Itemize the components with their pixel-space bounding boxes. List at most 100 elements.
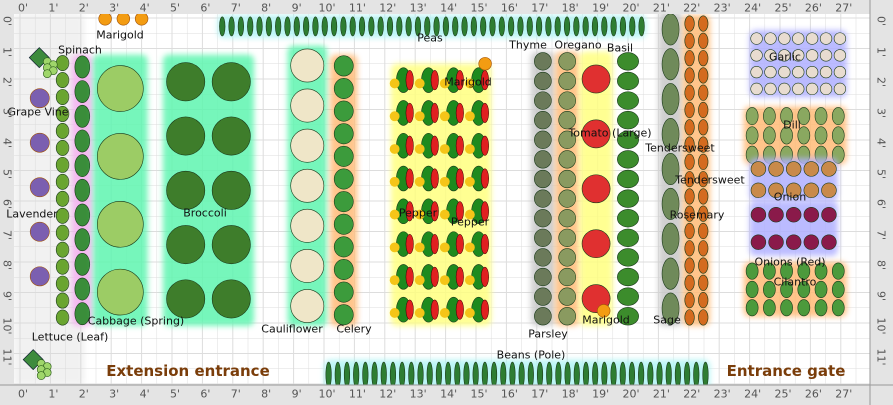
ruler-top-tick: 1' xyxy=(48,1,59,15)
plant-icon xyxy=(581,119,611,149)
plant-icon xyxy=(661,83,680,116)
bed-tomato[interactable] xyxy=(579,51,613,327)
plant-icon xyxy=(763,262,776,280)
plant-icon xyxy=(591,16,599,37)
plant-icon xyxy=(596,304,611,318)
yellow-pepper-icon xyxy=(414,176,425,187)
ruler-right-tick: 7' xyxy=(874,229,888,240)
bed-pepper[interactable] xyxy=(389,63,492,327)
plant-icon xyxy=(814,262,828,280)
bed-beans[interactable] xyxy=(324,359,711,391)
plant-icon xyxy=(684,222,695,240)
plant-icon xyxy=(750,182,767,199)
bed-cabbage[interactable] xyxy=(92,54,148,327)
yellow-pepper-icon xyxy=(389,111,400,122)
plant-icon xyxy=(797,280,811,298)
red-pepper-icon xyxy=(430,299,439,320)
bed-lettuce[interactable] xyxy=(55,55,70,326)
plant-icon xyxy=(665,361,672,388)
plant-icon xyxy=(647,361,654,388)
plant-icon xyxy=(275,16,282,37)
plant-icon xyxy=(74,80,91,104)
plant-icon xyxy=(698,101,709,119)
bed-thyme[interactable] xyxy=(530,51,556,327)
bed-cilantro[interactable] xyxy=(743,262,847,317)
red-pepper-icon xyxy=(430,266,439,287)
bed-celery[interactable] xyxy=(330,54,358,327)
plant-icon xyxy=(581,174,611,204)
plant-icon xyxy=(333,145,354,167)
plant-icon xyxy=(764,66,777,79)
bed-onion-red[interactable] xyxy=(749,201,838,256)
yellow-pepper-icon xyxy=(389,275,400,286)
yellow-pepper-icon xyxy=(439,176,450,187)
bed-sage[interactable] xyxy=(658,11,683,327)
plant-icon xyxy=(558,169,577,189)
plant-icon xyxy=(290,249,325,283)
plant-icon xyxy=(558,228,577,247)
ruler-left-tick: 6' xyxy=(0,198,14,210)
plant-icon xyxy=(750,161,767,177)
ruler-top-tick: 19' xyxy=(592,1,610,15)
bed-peas[interactable] xyxy=(217,14,647,38)
plant-icon xyxy=(698,309,709,326)
plant-icon xyxy=(698,136,709,153)
bed-garlic[interactable] xyxy=(749,30,847,98)
bed-cauliflower[interactable] xyxy=(287,45,328,327)
grape-vine-icon[interactable] xyxy=(28,47,58,78)
red-pepper-icon xyxy=(455,135,464,156)
plant-icon xyxy=(55,173,70,190)
plant-icon xyxy=(792,49,805,62)
bed-marigold-mid[interactable] xyxy=(478,57,492,71)
plant-icon xyxy=(211,225,251,265)
plant-icon xyxy=(558,91,577,110)
bed-dill[interactable] xyxy=(743,106,847,165)
bed-marigold-top[interactable] xyxy=(98,12,149,26)
plant-icon xyxy=(55,89,70,105)
plant-icon xyxy=(333,191,354,213)
ruler-top-tick: 15' xyxy=(470,1,488,15)
ruler-top-tick: 5' xyxy=(169,1,181,15)
plant-icon xyxy=(785,161,802,177)
plant-icon xyxy=(290,48,325,83)
bed-lavender[interactable] xyxy=(29,88,50,287)
plant-icon xyxy=(617,287,639,306)
bed-marigold-bottom[interactable] xyxy=(596,304,611,318)
plant-icon xyxy=(333,168,354,190)
yellow-pepper-icon xyxy=(414,111,425,122)
plant-icon xyxy=(610,361,617,388)
plant-icon xyxy=(698,257,709,274)
bed-oregano[interactable] xyxy=(555,51,580,327)
bed-carrots[interactable] xyxy=(682,14,711,327)
plant-icon xyxy=(29,221,50,242)
bed-highlight xyxy=(749,30,847,98)
plant-icon xyxy=(582,361,590,388)
plant-icon xyxy=(74,104,91,128)
grape-vine-icon[interactable] xyxy=(22,349,52,380)
plant-icon xyxy=(763,280,776,298)
bed-broccoli[interactable] xyxy=(162,54,255,327)
plant-icon xyxy=(546,361,553,388)
plant-icon xyxy=(166,62,206,102)
plant-icon xyxy=(558,248,577,267)
bed-basil[interactable] xyxy=(617,52,639,326)
plant-icon xyxy=(617,91,639,110)
plant-icon xyxy=(661,187,680,220)
plant-icon xyxy=(290,88,325,123)
bed-onion[interactable] xyxy=(749,158,838,201)
plant-icon xyxy=(55,241,70,258)
bed-spinach[interactable] xyxy=(71,54,93,327)
plant-icon xyxy=(684,15,695,32)
plant-icon xyxy=(698,119,709,136)
plant-icon xyxy=(797,262,811,280)
plant-icon xyxy=(764,82,777,96)
plant-icon xyxy=(558,209,577,228)
plant-icon xyxy=(303,16,310,37)
plant-icon xyxy=(592,361,599,388)
plant-icon xyxy=(414,16,422,37)
plant-icon xyxy=(534,228,552,247)
plant-icon xyxy=(290,208,325,243)
plant-icon xyxy=(29,88,50,109)
